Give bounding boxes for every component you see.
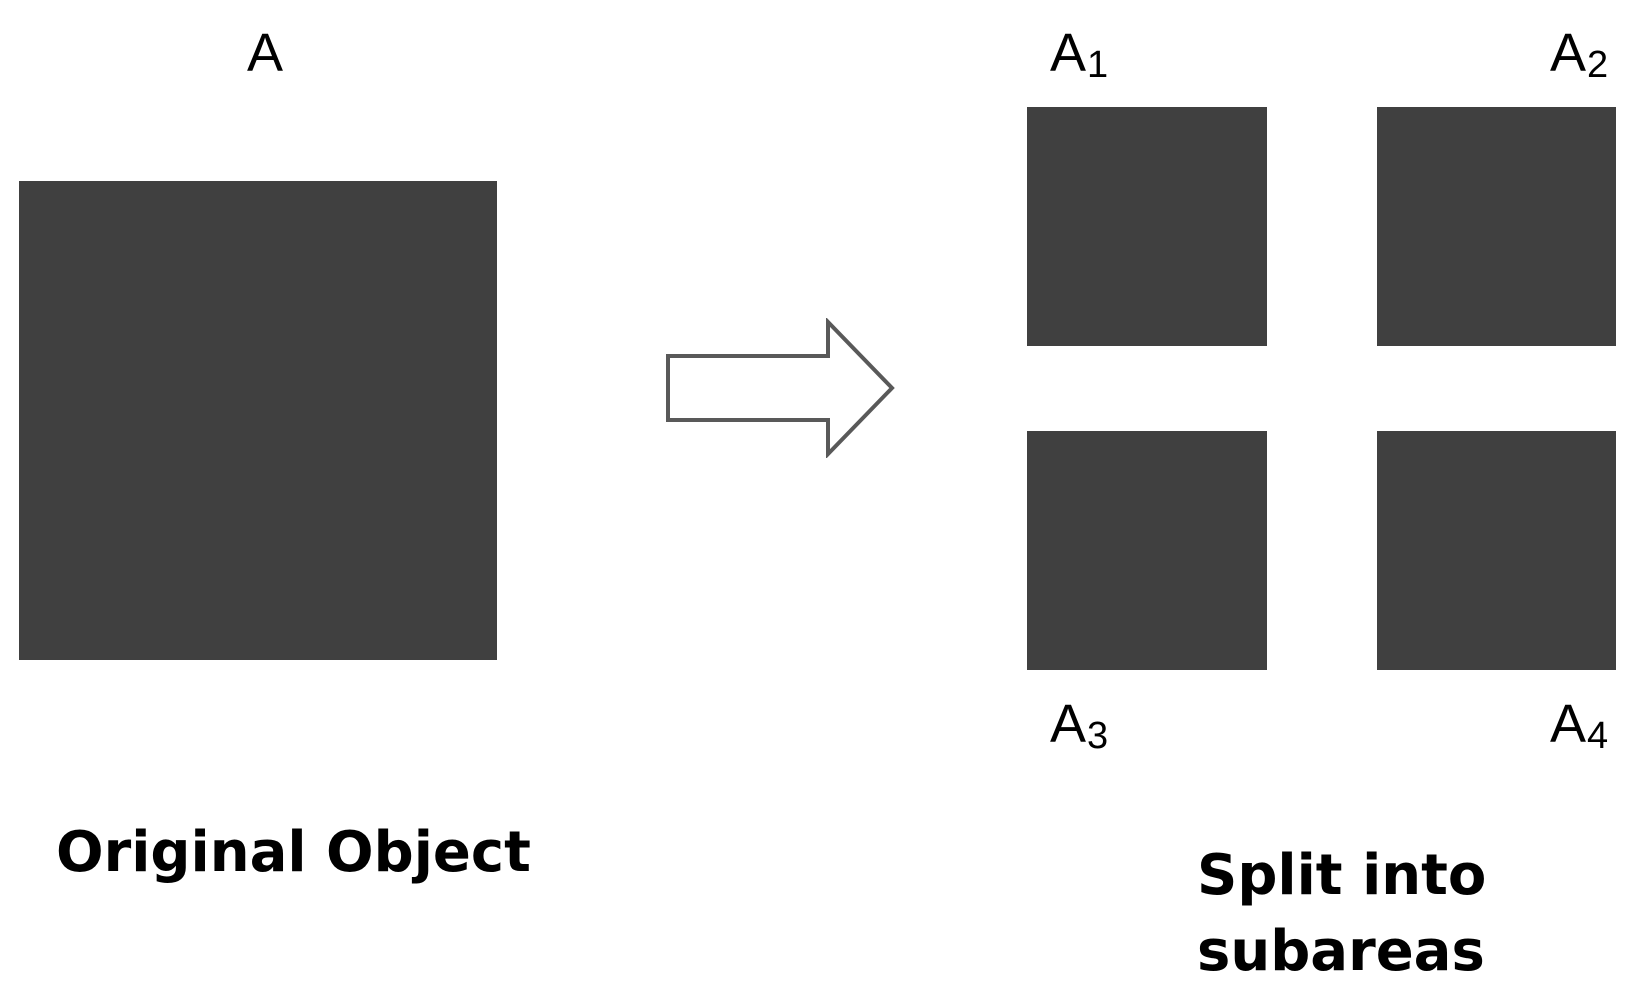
subarea-label-2: A2 (1550, 23, 1609, 86)
subarea-square-4 (1377, 431, 1616, 670)
subarea-square-2 (1377, 107, 1616, 346)
subarea-square-3 (1027, 431, 1267, 670)
subarea-label-1: A1 (1050, 23, 1109, 86)
split-caption: Split into subareas (1197, 838, 1486, 989)
original-object-label: A (247, 23, 284, 83)
original-object-square (19, 181, 497, 660)
right-arrow-icon (666, 318, 895, 458)
subarea-label-3: A3 (1050, 694, 1109, 757)
subarea-label-4: A4 (1550, 694, 1609, 757)
split-caption-line-1: Split into (1197, 843, 1487, 908)
split-caption-line-2: subareas (1197, 918, 1485, 984)
original-object-caption: Original Object (56, 820, 531, 885)
subarea-square-1 (1027, 107, 1267, 346)
